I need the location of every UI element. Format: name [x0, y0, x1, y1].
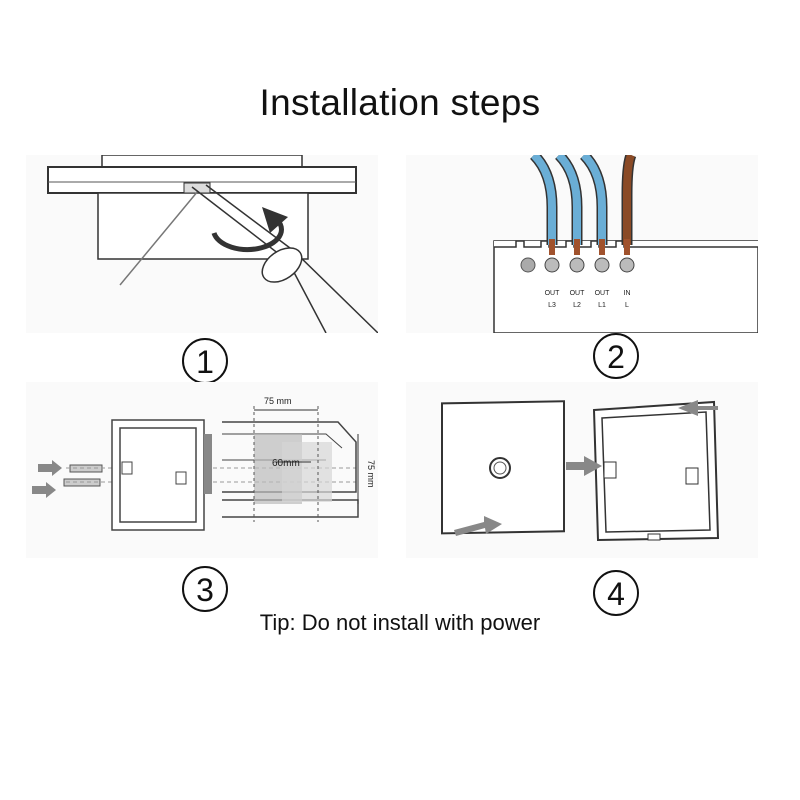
- copper-core: [549, 239, 555, 255]
- terminal-label-bottom: L: [625, 302, 629, 309]
- terminal-label-bottom: L3: [548, 302, 556, 309]
- terminal-screw-icon: [544, 257, 560, 273]
- arrow-icon: [32, 482, 56, 498]
- terminal-label-top: OUT: [595, 290, 611, 297]
- dim-height-label: 75 mm: [366, 460, 376, 488]
- copper-core: [624, 239, 630, 255]
- terminal-screw-icon: [594, 257, 610, 273]
- terminal-screw-icon: [619, 257, 635, 273]
- arrow-icon: [38, 460, 62, 476]
- step-1-number: 1: [182, 338, 228, 384]
- step-3-number: 3: [182, 566, 228, 612]
- dim-depth-label: 60mm: [272, 458, 300, 469]
- terminal-label-top: IN: [624, 290, 631, 297]
- installation-tip: Tip: Do not install with power: [259, 610, 541, 635]
- wire-blue: [581, 155, 606, 245]
- arrow-icon: [566, 456, 602, 476]
- arrow-icon: [454, 516, 502, 536]
- copper-core: [599, 239, 605, 255]
- step-4-illustration: [406, 382, 758, 558]
- step-3-illustration: 75 mm 60mm 75 mm: [26, 382, 378, 558]
- step-1-illustration: [26, 155, 378, 333]
- step-2-illustration: OUT L3 OUT L2 OUT L1 IN L: [406, 155, 758, 333]
- step-4-number: 4: [593, 570, 639, 616]
- wire-blue: [556, 155, 581, 245]
- page-title: Installation steps: [259, 82, 541, 123]
- terminal-label-bottom: L2: [573, 302, 581, 309]
- wire-blue: [531, 155, 556, 245]
- step-2-number: 2: [593, 333, 639, 379]
- terminal-label-bottom: L1: [598, 302, 606, 309]
- terminal-label-top: OUT: [545, 290, 561, 297]
- terminal-label-top: OUT: [570, 290, 586, 297]
- terminal-screw-icon: [569, 257, 585, 273]
- dim-width-label: 75 mm: [264, 396, 292, 406]
- copper-core: [574, 239, 580, 255]
- wire-brown: [623, 155, 635, 245]
- arrow-icon: [678, 400, 718, 416]
